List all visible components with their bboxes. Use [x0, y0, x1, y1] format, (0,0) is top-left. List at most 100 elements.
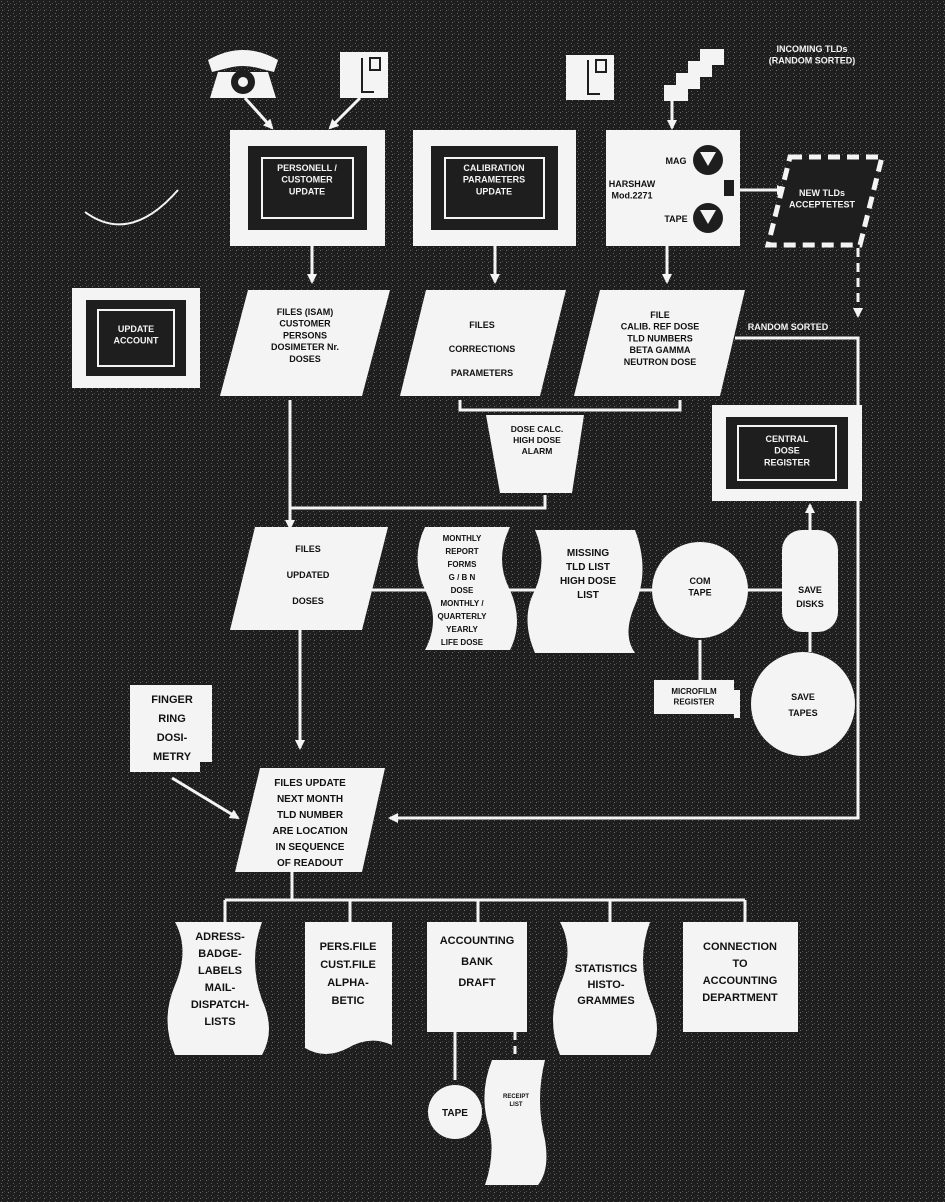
adress-text-line-6: DISPATCH-: [191, 999, 250, 1011]
save-disks-text-line-2: DISKS: [796, 599, 824, 609]
files-isam-text-line-2: CUSTOMER: [279, 319, 331, 329]
central-dose-register-text-line-2: DOSE: [774, 446, 800, 456]
accounting-text-line-1: ACCOUNTING: [440, 935, 515, 947]
accounting-bank-draft: ACCOUNTING BANK DRAFT: [427, 922, 527, 1032]
adress-text-line-2: BADGE-: [198, 948, 242, 960]
monthly-report-text-line-2: REPORT: [445, 547, 478, 556]
monthly-report-text-line-6: MONTHLY /: [440, 599, 484, 608]
finger-ring-text-line-3: DOSI-: [157, 732, 188, 744]
files-update-next-text-line-3: TLD NUMBER: [277, 810, 344, 821]
missing-tld-text-line-5: LIST: [577, 590, 599, 601]
files-isam-text-line-5: DOSES: [289, 354, 321, 364]
files-isam-text-line-3: PERSONS: [283, 330, 327, 340]
document-icon: [340, 52, 388, 98]
file-calib-text-line-4: BETA GAMMA: [630, 345, 691, 355]
pers-file-text-line-1: PERS.FILE: [320, 941, 377, 953]
monthly-report-text-line-4: G / B N: [449, 573, 476, 582]
files-corrections-text-line-2: CORRECTIONS: [449, 344, 516, 354]
files-update-next-text-line-4: ARE LOCATION: [272, 826, 347, 837]
file-calib-text-line-5: NEUTRON DOSE: [624, 357, 697, 367]
central-dose-register-text-line-1: CENTRAL: [766, 434, 809, 444]
arrow-phone-to-personell: [243, 96, 274, 130]
connection-text-line-2: TO: [732, 958, 748, 970]
adress-text-line-1: ADRESS-: [195, 931, 245, 943]
central-dose-register-text-line-3: REGISTER: [764, 457, 811, 467]
files-isam-text-line-4: DOSIMETER Nr.: [271, 342, 339, 352]
mag-reel-icon: [693, 145, 723, 175]
update-account-text-line-2: ACCOUNT: [114, 336, 159, 346]
receipt-text-line-2: LIST: [510, 1102, 523, 1108]
dose-calc-text-line-2: HIGH DOSE: [513, 435, 561, 445]
new-tlds-text-line-2: ACCEPTETEST: [789, 200, 856, 210]
connection-text-line-1: CONNECTION: [703, 941, 777, 953]
com-tape-text: COM TAPE: [688, 576, 711, 598]
incoming-tlds-label: INCOMING TLDs (RANDOM SORTED): [769, 44, 856, 66]
monthly-report-text-line-9: LIFE DOSE: [441, 638, 484, 647]
file-calib-text-line-1: FILE: [650, 310, 670, 320]
com-tape-text-line-2: TAPE: [688, 588, 711, 598]
curve-decoration: [84, 189, 179, 226]
monthly-report-text-line-7: QUARTERLY: [437, 612, 487, 621]
personell-update-text-line-2: CUSTOMER: [281, 175, 333, 185]
adress-text-line-5: MAIL-: [205, 982, 236, 994]
tape-bottom-text: TAPE: [442, 1108, 468, 1119]
telephone-icon: [208, 50, 278, 98]
file-calib-text-line-2: CALIB. REF DOSE: [621, 322, 700, 332]
line-isam-to-updated: [288, 400, 547, 510]
statistics-text-line-3: HISTO-: [587, 979, 624, 991]
tape-reel-icon: [693, 203, 723, 233]
adress-text-line-7: LISTS: [204, 1016, 235, 1028]
harshaw-mag-label: MAG: [666, 156, 687, 166]
document-icon-2: [566, 55, 614, 100]
accounting-text-line-3: DRAFT: [458, 977, 496, 989]
receipt-list: RECEIPT LIST: [484, 1060, 547, 1185]
random-sorted-label: RANDOM SORTED: [748, 322, 829, 332]
files-corrections-text-line-3: PARAMETERS: [451, 368, 513, 378]
arrow-finger-to-next: [171, 776, 240, 820]
calibration-update-text-line-3: UPDATE: [476, 186, 512, 196]
save-disks-text-line-1: SAVE: [798, 585, 822, 595]
incoming-tlds-label-line-2: (RANDOM SORTED): [769, 56, 856, 66]
incoming-tlds-label-line-1: INCOMING TLDs: [777, 44, 848, 54]
dose-calc-text-line-3: ALARM: [522, 446, 553, 456]
line-files-to-dosecalc: [458, 400, 682, 412]
com-tape-text-line-1: COM: [690, 576, 711, 586]
file-calib-text-line-3: TLD NUMBERS: [627, 333, 693, 343]
pers-file-text-line-4: BETIC: [332, 995, 365, 1007]
files-update-next-text-line-5: IN SEQUENCE: [276, 842, 345, 853]
microfilm-text-line-2: REGISTER: [674, 697, 715, 706]
harshaw-model-text-line-1: HARSHAW: [609, 179, 656, 189]
files-updated-text-line-2: UPDATED: [287, 570, 330, 580]
save-disks: SAVE DISKS: [782, 530, 838, 632]
connection-text-line-4: DEPARTMENT: [702, 992, 778, 1004]
receipt-text-line-1: RECEIPT: [503, 1094, 529, 1100]
tape-bottom: TAPE: [428, 1085, 482, 1139]
pers-file-text-line-2: CUST.FILE: [320, 959, 376, 971]
accounting-text-line-2: BANK: [461, 956, 493, 968]
